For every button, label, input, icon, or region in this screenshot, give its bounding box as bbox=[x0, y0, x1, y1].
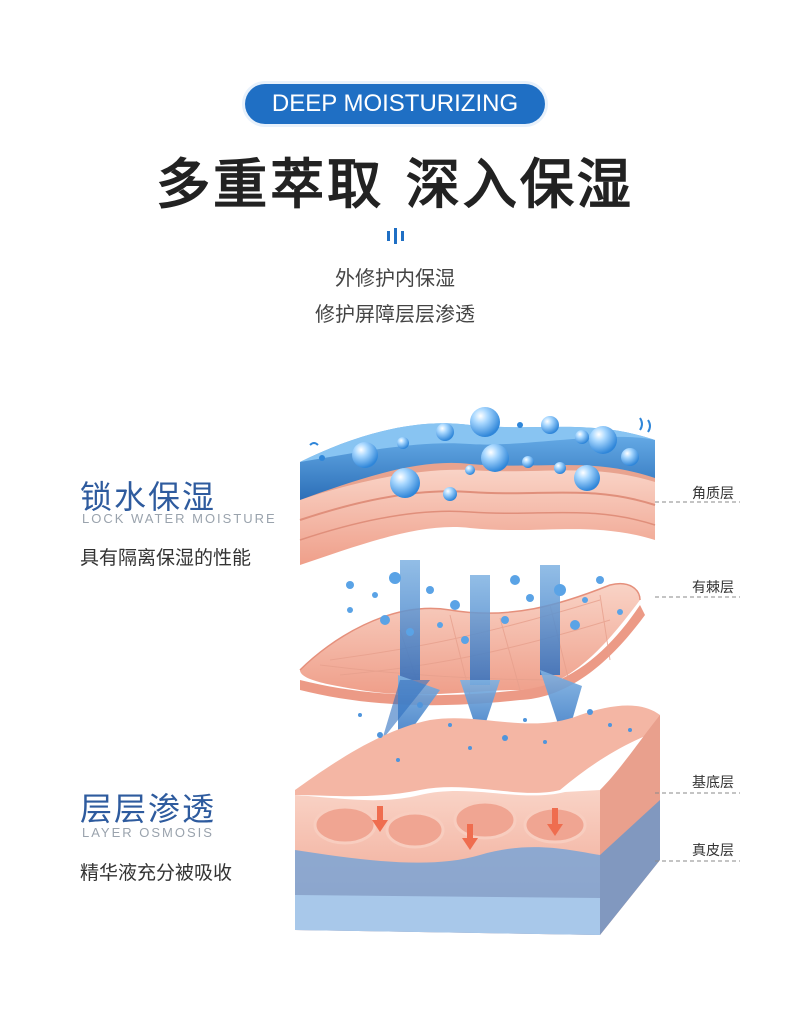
water-bubbles bbox=[309, 407, 651, 501]
feature-osmosis-english: LAYER OSMOSIS bbox=[82, 825, 214, 840]
basal-dermis-block bbox=[295, 702, 660, 935]
feature-osmosis-description: 精华液充分被吸收 bbox=[80, 862, 233, 884]
feature-lock-english: LOCK WATER MOISTURE bbox=[82, 511, 277, 526]
stratum-corneum-layer bbox=[299, 423, 656, 565]
subtitle-line-2: 修护屏障层层渗透 bbox=[315, 302, 475, 326]
feature-lock-title: 锁水保湿 bbox=[80, 478, 217, 516]
label-stratum-corneum: 角质层 bbox=[692, 486, 734, 502]
feature-lock-description: 具有隔离保湿的性能 bbox=[80, 547, 252, 569]
label-spinous-layer: 有棘层 bbox=[692, 580, 734, 596]
subtitle-line-1: 外修护内保湿 bbox=[335, 266, 455, 290]
page-title: 多重萃取 深入保湿 bbox=[156, 153, 634, 216]
small-arrows bbox=[372, 806, 563, 850]
label-dermis: 真皮层 bbox=[692, 843, 734, 859]
leader-lines bbox=[655, 501, 740, 862]
feature-osmosis-title: 层层渗透 bbox=[80, 790, 217, 828]
deep-moisturizing-badge: DEEP MOISTURIZING bbox=[245, 84, 545, 124]
divider-mark-icon bbox=[387, 228, 404, 244]
label-basal-layer: 基底层 bbox=[692, 775, 734, 791]
droplets bbox=[346, 572, 623, 644]
